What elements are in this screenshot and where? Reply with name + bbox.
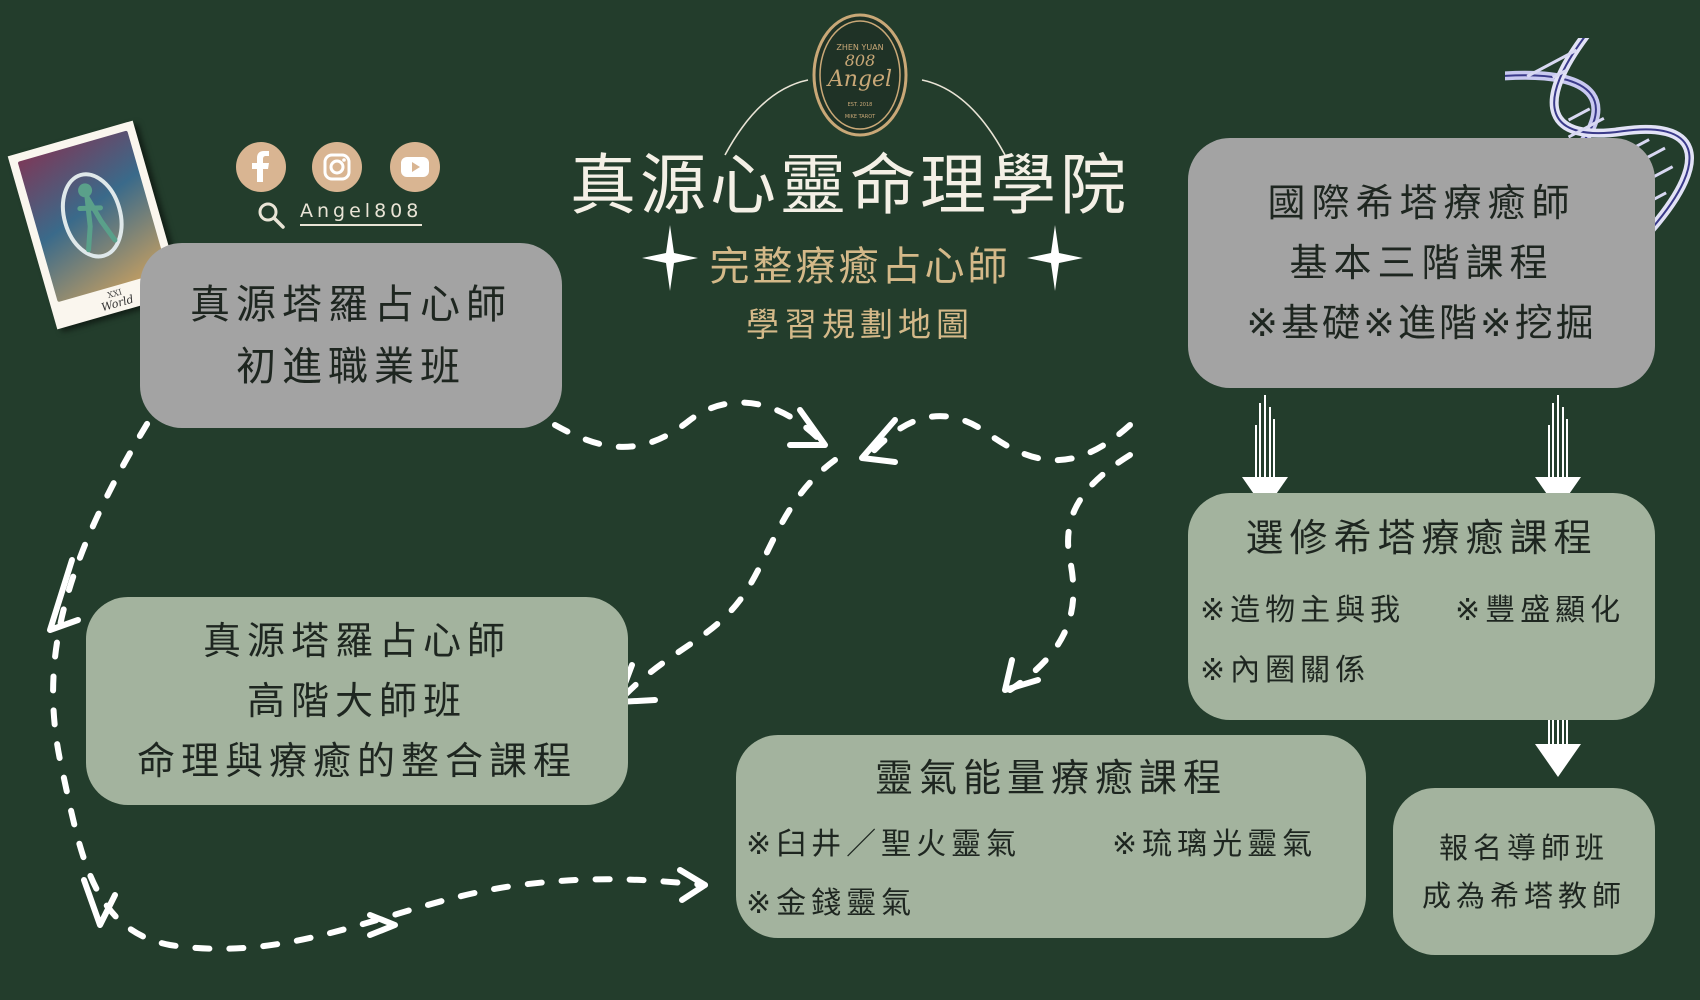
- box-theta-basic-course: 國際希塔療癒師 基本三階課程 ※基礎※進階※挖掘: [1188, 138, 1655, 388]
- box-mentor-course: 報名導師班 成為希塔教師: [1393, 788, 1655, 955]
- box-reiki-title: 靈氣能量療癒課程: [874, 756, 1227, 800]
- box-beginner-line-1: 真源塔羅占心師: [190, 281, 512, 328]
- logo-text-bottom: MIKE TAROT: [845, 114, 876, 120]
- box-advanced-course: 真源塔羅占心師 高階大師班 命理與療癒的整合課程: [86, 597, 628, 805]
- page-title: 真源心靈命理學院: [570, 147, 1130, 224]
- subtitle-secondary: 學習規劃地圖: [746, 305, 974, 344]
- arrowhead-reiki-left: [677, 867, 708, 903]
- box-reiki-course: 靈氣能量療癒課程 ※臼井／聖火靈氣 ※琉璃光靈氣 ※金錢靈氣: [736, 735, 1366, 938]
- logo-text-num: 808: [845, 51, 876, 70]
- arrow-beginner-to-center: [552, 399, 823, 450]
- search-icon[interactable]: [256, 200, 286, 230]
- arrow-theta-to-reiki: [1007, 452, 1133, 693]
- social-handle[interactable]: Angel808: [300, 200, 423, 226]
- box-elective-item-1: ※造物主與我: [1200, 593, 1406, 628]
- arrow-center-to-advanced: [622, 457, 838, 698]
- logo-text-script: Angel: [826, 67, 892, 92]
- arrow-beginner-to-reiki: [50, 392, 708, 952]
- box-mentor-line-1: 報名導師班: [1438, 830, 1609, 865]
- arrow-theta-to-center: [867, 413, 1133, 464]
- sparkle-icon: [642, 225, 698, 291]
- box-reiki-item-2: ※琉璃光靈氣: [1112, 827, 1318, 862]
- box-advanced-line-3: 命理與療癒的整合課程: [136, 739, 577, 783]
- box-reiki-item-3: ※金錢靈氣: [746, 886, 917, 921]
- box-elective-item-3: ※內圈關係: [1200, 653, 1371, 688]
- subtitle: 完整療癒占心師: [709, 244, 1011, 290]
- arrowhead-down-left: [47, 557, 81, 633]
- arrowhead-bottom-mid: [367, 912, 398, 938]
- box-theta-line-3: ※基礎※進階※挖掘: [1246, 301, 1597, 345]
- logo-arc: [724, 79, 1006, 156]
- logo-text-est: EST. 2018: [848, 102, 873, 108]
- arrowhead-reiki-top: [1002, 657, 1041, 693]
- arrowhead-left-1: [859, 417, 898, 465]
- box-elective-title: 選修希塔療癒課程: [1245, 516, 1598, 560]
- box-theta-line-2: 基本三階課程: [1289, 241, 1554, 285]
- arrowhead-bottom-left: [81, 877, 118, 928]
- box-reiki-item-1: ※臼井／聖火靈氣: [746, 827, 1022, 862]
- tarot-card-image: XXI World: [7, 120, 183, 330]
- box-theta-line-1: 國際希塔療癒師: [1267, 181, 1576, 225]
- box-beginner-course: 真源塔羅占心師 初進職業班: [140, 243, 562, 428]
- box-beginner-line-2: 初進職業班: [236, 343, 466, 390]
- box-advanced-line-2: 高階大師班: [246, 679, 467, 723]
- arrowhead-right-1: [787, 407, 828, 448]
- logo-text-top: ZHEN YUAN: [836, 43, 883, 52]
- facebook-icon[interactable]: [236, 142, 286, 192]
- box-mentor-line-2: 成為希塔教師: [1421, 878, 1626, 913]
- academy-logo: ZHEN YUAN 808 Angel EST. 2018 MIKE TAROT: [812, 13, 908, 137]
- instagram-icon[interactable]: [312, 142, 362, 192]
- box-elective-item-2: ※豐盛顯化: [1455, 593, 1626, 628]
- youtube-icon[interactable]: [390, 142, 440, 192]
- box-advanced-line-1: 真源塔羅占心師: [202, 619, 511, 663]
- box-elective-theta-course: 選修希塔療癒課程 ※造物主與我 ※豐盛顯化 ※內圈關係: [1188, 493, 1655, 720]
- sparkle-icon: [1027, 225, 1083, 291]
